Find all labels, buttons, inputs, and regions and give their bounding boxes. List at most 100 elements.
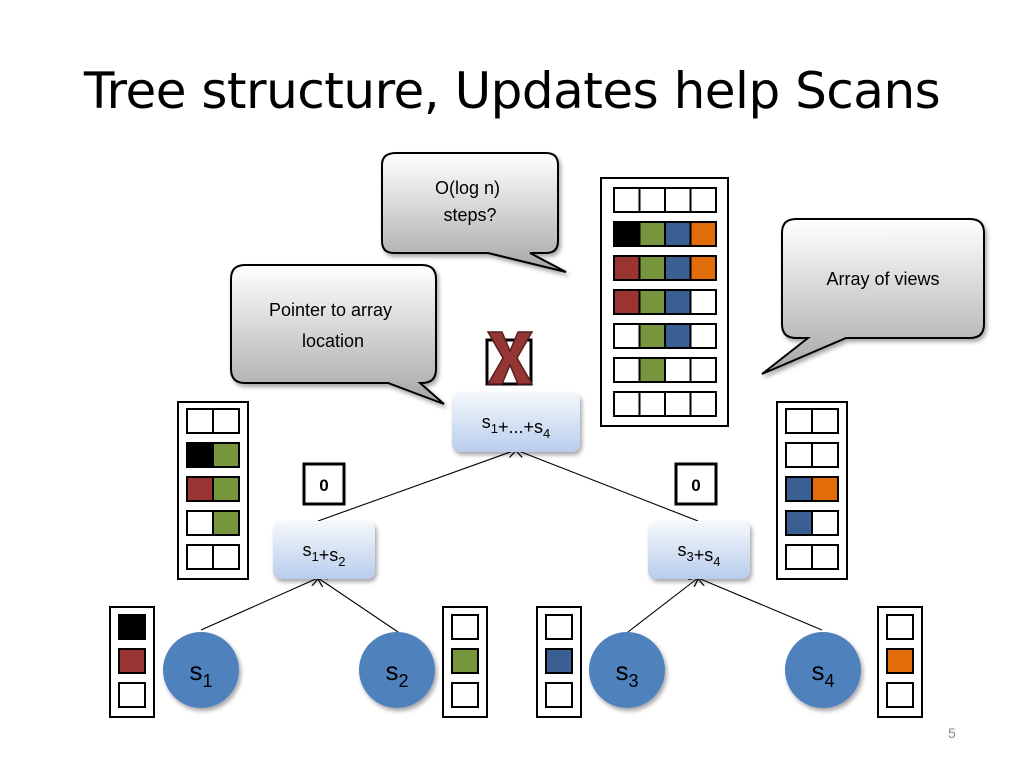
- array-cell: [613, 289, 641, 315]
- x-mark-icon: [486, 331, 534, 385]
- array-cell: [811, 510, 839, 536]
- edge-s3-to-right: [627, 578, 698, 633]
- s1-updates-array: [109, 606, 155, 718]
- edge-right-to-root: [516, 450, 699, 522]
- array-cell: [212, 476, 240, 502]
- tree-node-root-label: s1+...+s4: [482, 412, 551, 441]
- array-cell: [689, 289, 717, 315]
- right-counter: 0: [674, 462, 718, 506]
- array-cell: [212, 544, 240, 570]
- array-cell: [613, 187, 641, 213]
- left-views-array: [177, 401, 249, 580]
- array-cell: [811, 544, 839, 570]
- array-cell: [545, 648, 573, 674]
- process-s1: [163, 632, 239, 708]
- edge-left-to-root: [317, 450, 516, 522]
- array-cell: [689, 221, 717, 247]
- callout-steps: [381, 152, 567, 273]
- s3-updates-array: [536, 606, 582, 718]
- array-cell: [186, 408, 214, 434]
- array-cell: [613, 221, 641, 247]
- array-cell: [545, 682, 573, 708]
- array-cell: [785, 408, 813, 434]
- array-cell: [886, 614, 914, 640]
- tree-edges: [200, 450, 823, 633]
- array-cell: [186, 442, 214, 468]
- array-cell: [186, 544, 214, 570]
- array-cell: [664, 357, 692, 383]
- array-cell: [811, 442, 839, 468]
- s2-updates-array: [442, 606, 488, 718]
- array-cell: [613, 323, 641, 349]
- array-cell: [451, 682, 479, 708]
- tree-node-right-label: s3+s4: [678, 540, 721, 569]
- array-cell: [638, 221, 666, 247]
- left-counter-value: 0: [319, 476, 328, 495]
- callout-pointer-text: Pointer to array location: [269, 300, 397, 351]
- tree-node-root: [452, 392, 580, 452]
- s4-updates-array: [877, 606, 923, 718]
- array-cell: [811, 408, 839, 434]
- array-cell: [785, 510, 813, 536]
- array-cell: [451, 648, 479, 674]
- array-cell: [664, 187, 692, 213]
- process-s1-label: s1: [189, 656, 212, 691]
- array-cell: [118, 682, 146, 708]
- array-cell: [638, 357, 666, 383]
- array-cell: [785, 544, 813, 570]
- tree-node-left: [273, 521, 375, 579]
- tree-node-left-label: s1+s2: [303, 540, 346, 569]
- array-cell: [886, 648, 914, 674]
- root-views-array: [600, 177, 729, 427]
- callout-views-text: Array of views: [826, 269, 939, 289]
- array-cell: [212, 408, 240, 434]
- array-cell: [664, 221, 692, 247]
- array-cell: [638, 255, 666, 281]
- slide-number: 5: [948, 725, 956, 741]
- array-cell: [638, 323, 666, 349]
- array-cell: [638, 391, 666, 417]
- array-cell: [664, 255, 692, 281]
- array-cell: [613, 357, 641, 383]
- array-cell: [638, 289, 666, 315]
- array-cell: [811, 476, 839, 502]
- process-s4-label: s4: [811, 656, 834, 691]
- array-cell: [613, 255, 641, 281]
- callout-views: [761, 218, 985, 375]
- tree-node-right: [648, 521, 750, 579]
- process-s2: [359, 632, 435, 708]
- array-cell: [664, 391, 692, 417]
- array-cell: [785, 476, 813, 502]
- array-cell: [118, 648, 146, 674]
- array-cell: [186, 476, 214, 502]
- array-cell: [664, 289, 692, 315]
- right-views-array: [776, 401, 848, 580]
- array-cell: [212, 442, 240, 468]
- edge-s4-to-right: [698, 578, 823, 631]
- array-cell: [638, 187, 666, 213]
- array-cell: [689, 323, 717, 349]
- left-counter: 0: [302, 462, 346, 506]
- array-cell: [451, 614, 479, 640]
- process-s2-label: s2: [385, 656, 408, 691]
- slide-title: Tree structure, Updates help Scans: [83, 62, 941, 120]
- edge-s2-to-left: [318, 578, 399, 633]
- array-cell: [186, 510, 214, 536]
- array-cell: [212, 510, 240, 536]
- callout-pointer: [230, 264, 445, 405]
- array-cell: [689, 187, 717, 213]
- edge-s1-to-left: [200, 578, 318, 631]
- array-cell: [785, 442, 813, 468]
- process-s3: [589, 632, 665, 708]
- array-cell: [689, 357, 717, 383]
- array-cell: [613, 391, 641, 417]
- right-counter-value: 0: [691, 476, 700, 495]
- callout-steps-text: O(log n) steps?: [435, 178, 505, 225]
- array-cell: [118, 614, 146, 640]
- array-cell: [886, 682, 914, 708]
- array-cell: [689, 255, 717, 281]
- process-s4: [785, 632, 861, 708]
- array-cell: [664, 323, 692, 349]
- array-cell: [545, 614, 573, 640]
